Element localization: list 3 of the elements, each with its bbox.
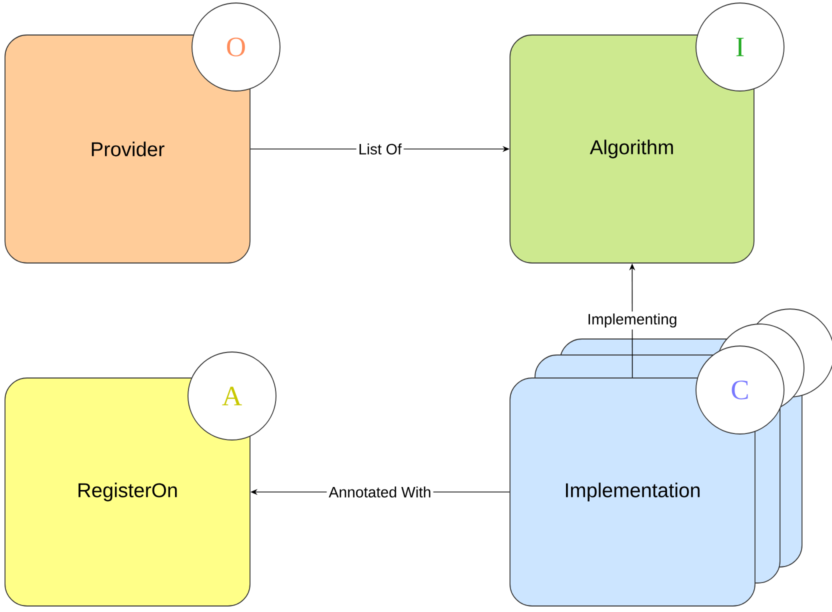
- edge-label: List Of: [356, 141, 404, 156]
- edge-label: Implementing: [585, 312, 680, 330]
- edge-label: Annotated With: [326, 484, 434, 500]
